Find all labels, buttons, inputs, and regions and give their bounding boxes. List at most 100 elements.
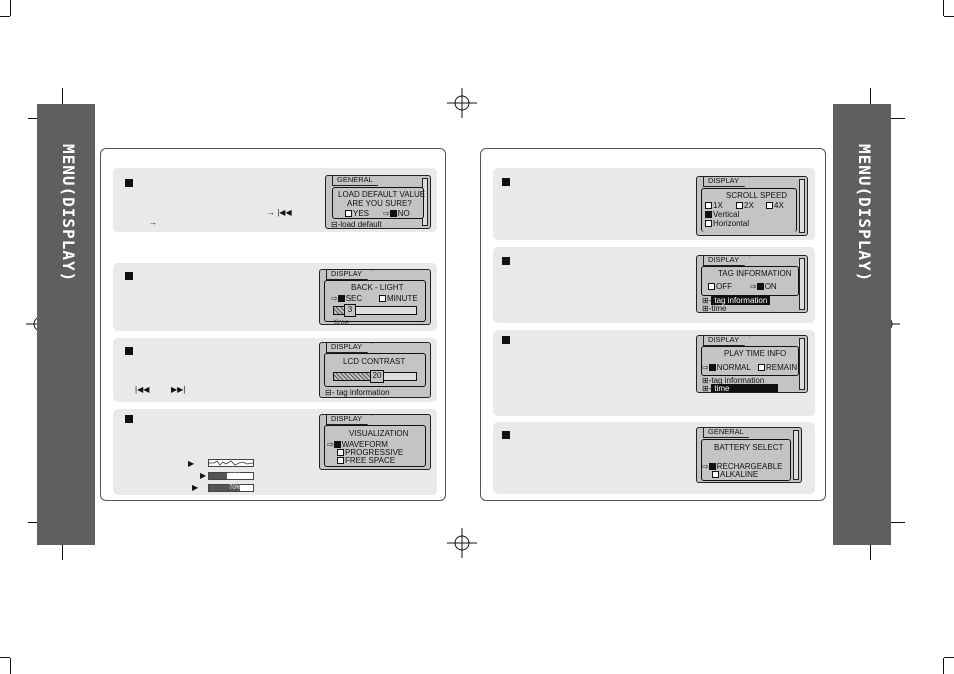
footer-label: tag information	[336, 388, 390, 397]
checkbox-icon	[758, 364, 765, 371]
lcd-tab: DISPLAY	[326, 343, 374, 353]
lcd-tab: DISPLAY	[703, 177, 751, 187]
option-rechargeable: ⇨RECHARGEABLE	[702, 462, 783, 471]
backlight-bar-fill	[334, 307, 344, 314]
left-side-tab: MENU(DISPLAY)	[37, 104, 95, 545]
lcd-footer: ⊟‑load default	[331, 220, 382, 229]
checkbox-icon	[708, 283, 715, 290]
option-label: NORMAL	[716, 363, 751, 372]
option-label: Vertical	[713, 210, 740, 219]
free-space-preview: 70%	[208, 484, 254, 492]
dialog-box: VISUALIZATION ⇨WAVEFORM PROGRESSIVE FREE…	[324, 425, 426, 467]
progressive-preview: 42%	[208, 472, 254, 480]
option-label: 1X	[713, 201, 723, 210]
crop-mark	[62, 530, 63, 560]
option-label: RECHARGEABLE	[716, 462, 783, 471]
footer-label-selected: tag information	[711, 296, 771, 305]
arrow-icon: ▶	[188, 459, 195, 468]
registration-mark-icon	[447, 88, 477, 118]
crop-mark	[870, 88, 871, 118]
option-label: OFF	[716, 282, 732, 291]
lcd-screen-contrast: DISPLAY LCD CONTRAST 20 ⊟‑ tag informati…	[319, 342, 431, 398]
section-bullet	[125, 272, 133, 280]
lcd-scrollbar	[793, 430, 799, 480]
contrast-bar: 20	[333, 370, 417, 383]
checkbox-checked-icon	[337, 295, 345, 302]
option-yes-label: YES	[353, 209, 370, 218]
waveform-icon	[209, 460, 253, 466]
dialog-line-1: LOAD DEFAULT VALUE	[338, 190, 426, 199]
crop-mark	[944, 16, 954, 17]
arrow-icon: ▶	[200, 471, 207, 480]
crop-mark	[880, 118, 905, 119]
lcd-screen-battery: GENERAL BATTERY SELECT ⇨RECHARGEABLE ALK…	[696, 427, 802, 483]
option-label: 4X	[774, 201, 784, 210]
dialog-title: PLAY TIME INFO	[724, 349, 787, 358]
tag-information-card: DISPLAY TAG INFORMATION OFF ⇨ON ⊞‑tag in…	[493, 247, 815, 323]
option-2x: 2X	[736, 201, 754, 210]
checkbox-icon	[337, 449, 344, 456]
section-bullet	[502, 336, 510, 344]
section-bullet	[502, 178, 510, 186]
crop-mark	[10, 658, 11, 674]
checkbox-icon	[766, 202, 773, 209]
checkbox-icon	[736, 202, 743, 209]
checkbox-checked-icon	[708, 364, 716, 371]
footer-label: load default	[340, 220, 382, 229]
dialog-box: TAG INFORMATION OFF ⇨ON	[701, 266, 799, 296]
option-no-label: NO	[397, 209, 410, 218]
lcd-screen-load-default: GENERAL LOAD DEFAULT VALUE ARE YOU SURE?…	[325, 175, 431, 229]
checkbox-icon	[712, 471, 719, 478]
contrast-value: 20	[370, 370, 384, 383]
lcd-screen-scroll-speed: DISPLAY SCROLL SPEED 1X 2X 4X Vertical H…	[696, 176, 808, 236]
checkbox-icon	[345, 210, 352, 217]
footer-label-selected: time	[711, 384, 778, 392]
crop-mark	[943, 0, 944, 16]
free-space-label: 70%	[228, 485, 241, 491]
option-sec-label: SEC	[345, 294, 363, 303]
side-tab-title: MENU(DISPLAY)	[59, 144, 78, 283]
option-free-space: FREE SPACE	[337, 456, 395, 465]
crop-mark	[943, 658, 944, 674]
side-tab-title: MENU(DISPLAY)	[855, 144, 874, 283]
free-space-fill	[209, 485, 240, 491]
prev-icon: |◀◀	[135, 385, 150, 394]
lcd-footer: ⊟‑ tag information	[325, 388, 390, 397]
backlight-bar: 3	[333, 304, 417, 317]
crop-mark	[870, 530, 871, 560]
option-1x: 1X	[705, 201, 723, 210]
crop-mark	[880, 522, 905, 523]
lcd-scrollbar	[799, 179, 805, 233]
checkbox-icon	[705, 202, 712, 209]
option-label: WAVEFORM	[341, 440, 388, 449]
dialog-title: BACK - LIGHT	[351, 283, 404, 292]
option-label: FREE SPACE	[345, 456, 396, 465]
option-minute-label: MINUTE	[387, 294, 418, 303]
right-page-panel: DISPLAY SCROLL SPEED 1X 2X 4X Vertical H…	[480, 148, 826, 501]
crop-mark	[0, 16, 10, 17]
section-bullet	[125, 179, 133, 187]
footer-label: tag information	[711, 376, 765, 385]
contrast-bar-fill	[334, 373, 370, 380]
dialog-line-2: ARE YOU SURE?	[347, 199, 412, 208]
option-label: PROGRESSIVE	[345, 448, 404, 457]
lcd-footer-2: ⊞‑time	[702, 304, 727, 313]
crop-mark	[10, 0, 11, 16]
next-icon: ▶▶|	[171, 385, 186, 394]
registration-mark-icon	[447, 528, 477, 558]
dialog-title: SCROLL SPEED	[726, 191, 788, 200]
visualization-card: ▶ ▶ 42% ▶ 70% DISPLAY VISUALIZATION ⇨WAV…	[113, 409, 437, 495]
section-bullet	[125, 415, 133, 423]
dialog-box: BACK - LIGHT ⇨SEC MINUTE 3	[324, 280, 426, 322]
lcd-tab: GENERAL	[703, 428, 755, 438]
backlight-value: 3	[344, 304, 356, 317]
option-sec: ⇨SEC	[331, 294, 363, 303]
checkbox-checked-icon	[708, 463, 716, 470]
option-yes: YES	[345, 209, 369, 218]
lcd-tab: DISPLAY	[326, 270, 374, 280]
lcd-scrollbar	[799, 258, 805, 310]
progressive-fill	[209, 473, 228, 479]
scroll-speed-card: DISPLAY SCROLL SPEED 1X 2X 4X Vertical H…	[493, 168, 815, 240]
lcd-tab: DISPLAY	[703, 336, 751, 346]
dialog-box: SCROLL SPEED 1X 2X 4X Vertical Horizonta…	[701, 188, 797, 232]
